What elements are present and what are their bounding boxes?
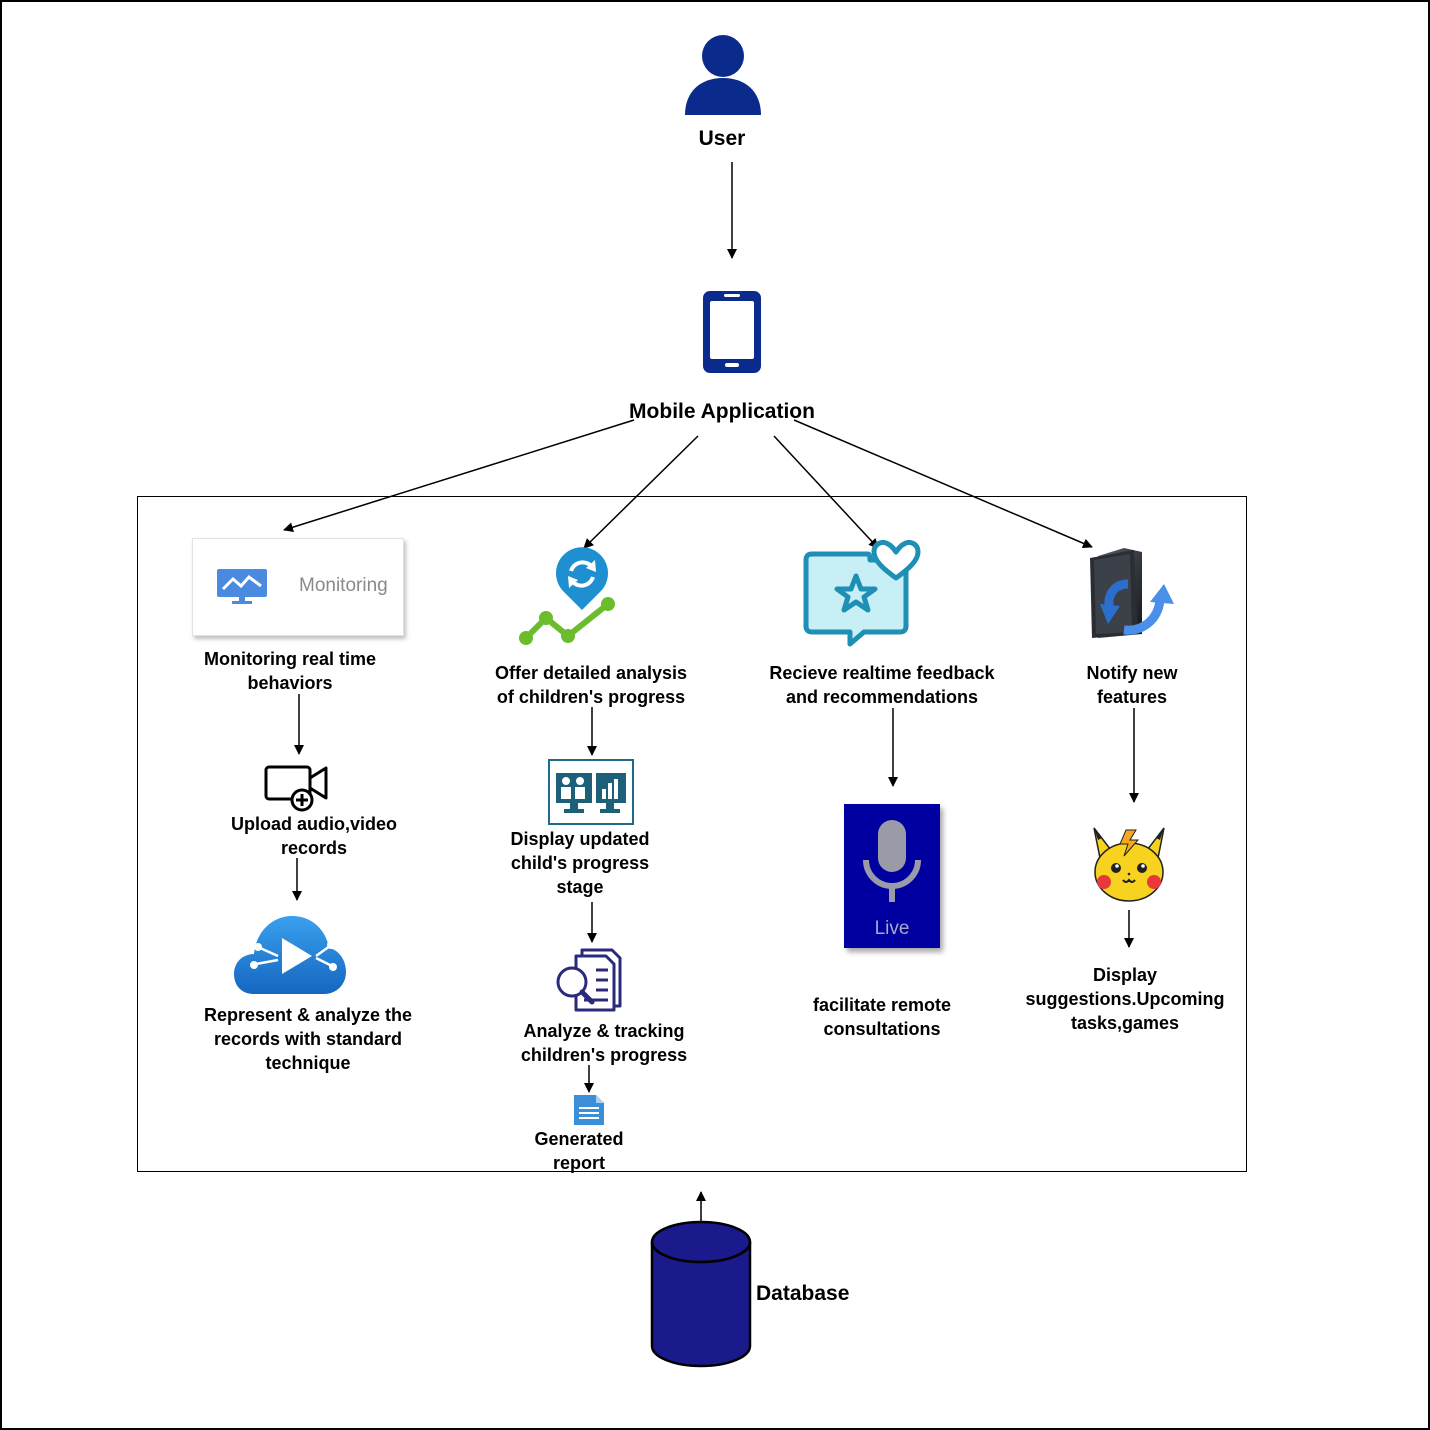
monitoring-card: Monitoring [192,538,404,636]
feedback-label: Recieve realtime feedback and recommenda… [769,663,995,707]
sync-folder-icon [1090,548,1174,638]
arrow-app-to-monitoring [283,419,635,533]
remote-label: facilitate remote consultations [812,995,952,1039]
video-camera-icon [264,765,328,812]
document-search-icon [556,948,622,1012]
represent-label: Represent & analyze the records with sta… [203,1005,413,1073]
cloud-stream-icon [234,916,346,994]
arrow-app-to-offer [583,435,699,549]
user-icon [685,35,761,115]
location-sync-icon [519,547,615,645]
monitoring-card-text: Monitoring [299,575,388,596]
monitoring-label: Monitoring real time behaviors [203,649,376,693]
dashboard-icon [548,759,634,825]
pikachu-icon [1093,827,1165,902]
upload-label: Upload audio,video records [230,814,397,858]
arrow-app-to-feedback [773,435,879,549]
smartphone-icon [703,291,761,373]
analyze-label: Analyze & tracking children's progress [520,1021,688,1065]
live-text: Live [874,918,910,939]
database-label: Database [756,1282,850,1305]
microphone-icon [863,820,921,902]
live-tile: Live [844,804,940,948]
database-icon [650,1220,752,1368]
offer-label: Offer detailed analysis of children's pr… [494,663,688,707]
report-label: Generated report [534,1129,624,1173]
display-updated-label: Display updated child's progress stage [510,829,650,897]
user-label: User [698,127,746,150]
report-file-icon [574,1095,604,1125]
arrow-app-to-notify [793,419,1093,549]
display-suggestions-label: Display suggestions.Upcoming tasks,games [1025,965,1225,1033]
notify-label: Notify new features [1086,663,1178,707]
mobile-app-label: Mobile Application [629,400,815,423]
features-container [137,496,1247,1172]
feedback-star-heart-icon [803,540,921,647]
monitor-chart-icon [217,569,267,604]
